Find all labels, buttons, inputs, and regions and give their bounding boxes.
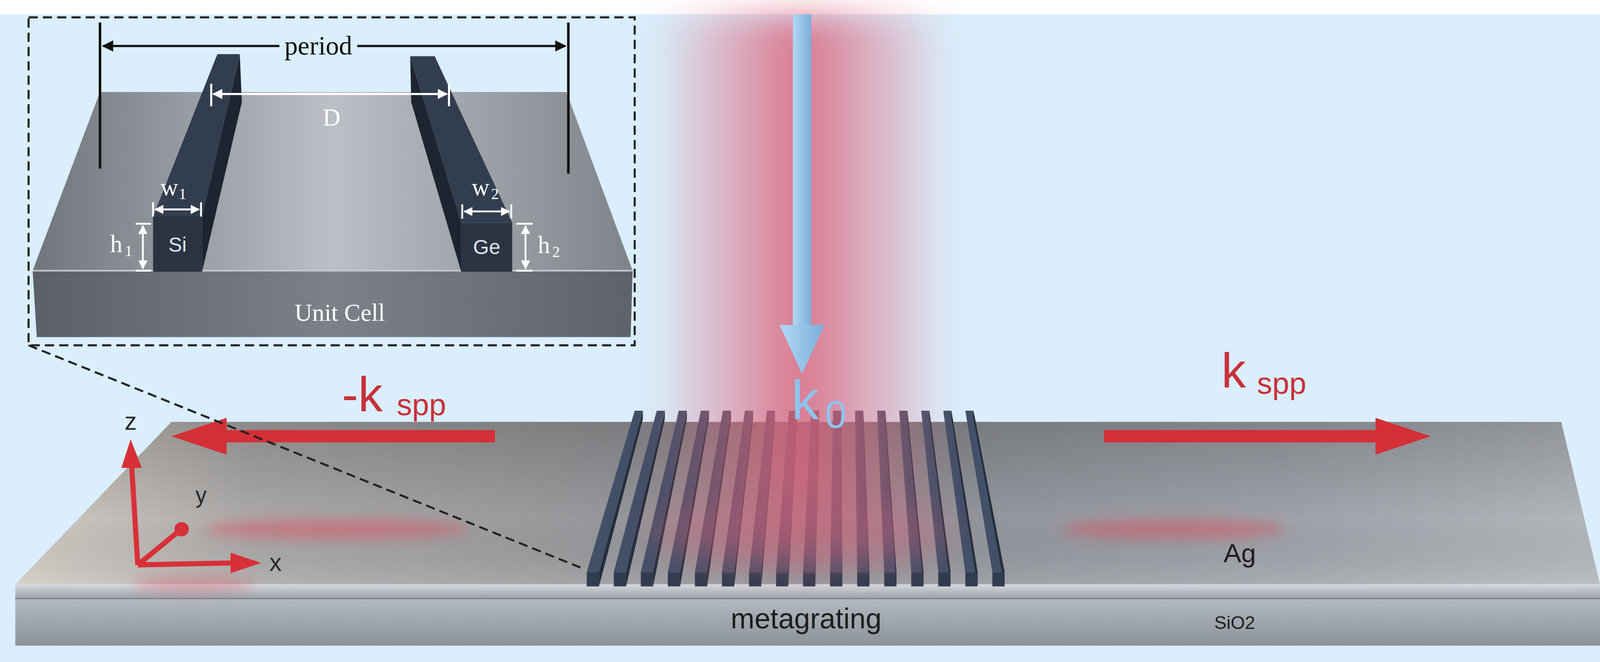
dimension-subscript: 2 — [490, 186, 499, 202]
dimension-label: h — [537, 232, 550, 257]
axis-line — [131, 464, 139, 565]
grating-bar-front — [992, 571, 1005, 586]
dimension-subscript: 1 — [179, 186, 187, 202]
h2-extension — [516, 222, 533, 225]
grating-bar-front — [640, 571, 653, 586]
w1-dimension — [155, 208, 199, 211]
axis-line — [137, 562, 233, 565]
si-bar-top — [153, 53, 240, 217]
axis-label: x — [269, 550, 282, 575]
dimension-label: w — [160, 174, 179, 199]
axis-label: y — [195, 483, 207, 506]
spp-glow — [204, 518, 470, 540]
w2-extension — [510, 204, 513, 219]
axis-label: z — [124, 409, 137, 434]
material-region: Ag — [1173, 525, 1307, 582]
region-label: metagrating — [730, 604, 882, 633]
wavevector-label: k — [791, 372, 820, 428]
zoom-line — [28, 344, 582, 568]
spp-arrow-shaft — [219, 430, 495, 443]
d-extension — [210, 83, 213, 107]
wavevector-label: -k — [341, 369, 383, 419]
grating-bar-front — [586, 571, 599, 586]
h2-extension — [516, 269, 533, 272]
h1-dimension — [142, 225, 144, 269]
silver-film-edge — [15, 583, 1600, 598]
spp-arrow-shaft — [1104, 430, 1380, 443]
axis-glow — [132, 575, 256, 593]
period-extension — [98, 22, 102, 169]
axis-line — [137, 531, 178, 565]
axis-head — [121, 438, 143, 468]
ge-bar-top — [410, 55, 513, 223]
w1-extension — [199, 202, 202, 217]
material-region: Si — [150, 215, 204, 273]
w1-extension — [152, 202, 155, 217]
inset-frame — [28, 17, 635, 346]
spp-arrow-head — [171, 417, 227, 455]
axes — [121, 438, 262, 573]
dimension-label: D — [323, 105, 341, 130]
dimension-subscript: 2 — [552, 244, 560, 260]
wavevector-subscript: 0 — [825, 395, 847, 434]
wavevector-subscript: spp — [396, 388, 447, 420]
unit-cell-edge — [32, 269, 633, 272]
unit-cell-front — [32, 270, 633, 337]
spp-glow — [1060, 518, 1286, 540]
grating-bar-side — [973, 410, 1005, 587]
inset-ground — [28, 17, 635, 346]
d-dimension — [213, 92, 447, 95]
h1-extension — [135, 222, 151, 225]
material-label: Ag — [1223, 539, 1257, 567]
d-extension — [448, 83, 450, 107]
dimension-label: w — [471, 174, 490, 199]
grating-bar — [965, 410, 1005, 587]
material-label: Ge — [473, 236, 501, 258]
wavevector-label: k — [1221, 345, 1246, 396]
w2-extension — [461, 204, 464, 219]
spp-arrow-head — [1375, 417, 1431, 455]
ge-bar-front — [461, 222, 513, 272]
unit-cell-top — [32, 91, 633, 271]
si-bar-front — [153, 216, 203, 272]
substrate-front — [15, 598, 1600, 646]
beam-spot — [647, 500, 954, 562]
dimension-label: h — [110, 231, 123, 256]
layer-boundary — [15, 597, 1600, 599]
wavevector-subscript: spp — [1257, 367, 1307, 398]
background — [0, 14, 1600, 662]
h1-extension — [135, 269, 151, 272]
material-region: Ge — [460, 221, 514, 273]
dimension-subscript: 1 — [124, 243, 133, 259]
period-extension — [567, 22, 570, 174]
w2-dimension — [464, 210, 509, 213]
material-region: SiO2 — [1173, 600, 1296, 644]
material-label: Unit Cell — [294, 300, 386, 325]
material-label: Si — [168, 234, 187, 255]
axis-head — [174, 521, 189, 536]
axis-head — [230, 552, 262, 573]
k0-arrow-shaft — [792, 14, 812, 327]
h2-dimension — [524, 225, 527, 269]
grating-bar-front — [965, 571, 978, 586]
dimension-label: period — [279, 31, 358, 61]
material-label: SiO2 — [1214, 613, 1256, 632]
grating-bar-front — [613, 571, 627, 586]
k0-arrow-head — [779, 324, 825, 374]
